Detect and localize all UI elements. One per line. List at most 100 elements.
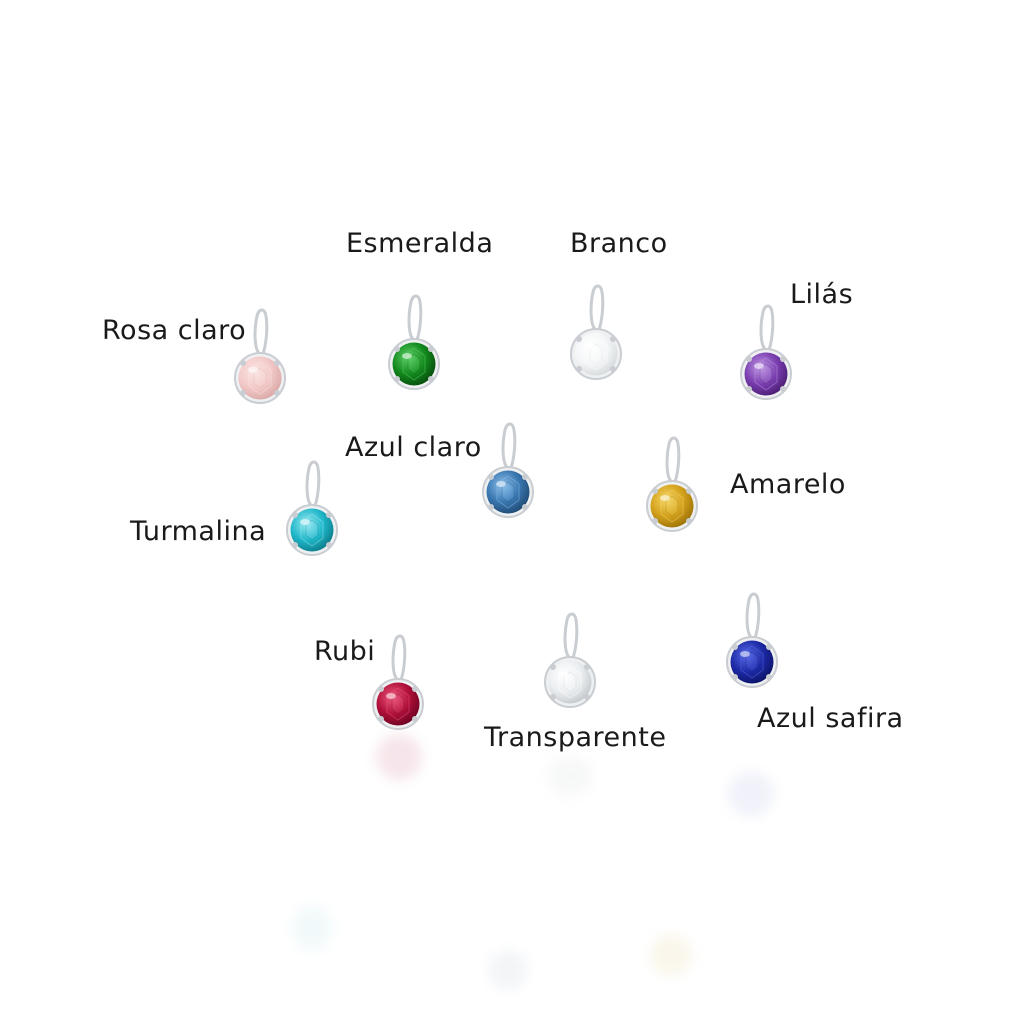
stone bbox=[650, 484, 694, 528]
stone-glint bbox=[740, 651, 750, 657]
prong bbox=[780, 386, 786, 392]
prong bbox=[780, 356, 786, 362]
stone bbox=[730, 640, 774, 684]
bail bbox=[759, 304, 775, 354]
prong bbox=[522, 504, 528, 510]
label-turmalina: Turmalina bbox=[130, 516, 267, 547]
bail bbox=[501, 422, 517, 472]
prong bbox=[610, 336, 616, 342]
pendant-lilas bbox=[736, 296, 796, 406]
bail bbox=[745, 592, 761, 642]
label-azul-safira: Azul safira bbox=[757, 703, 904, 734]
prong bbox=[412, 686, 418, 692]
prong bbox=[326, 542, 332, 548]
pendant-azul-claro bbox=[478, 414, 538, 524]
reflection-rubi bbox=[376, 734, 422, 780]
pendant-graphic bbox=[388, 294, 440, 390]
stone-glint bbox=[300, 519, 310, 525]
label-transparente: Transparente bbox=[484, 722, 667, 753]
prong bbox=[522, 474, 528, 480]
reflection-azul-claro bbox=[488, 950, 528, 990]
label-amarelo: Amarelo bbox=[730, 469, 846, 500]
pendant-rosa-claro bbox=[230, 300, 290, 410]
prong bbox=[240, 390, 246, 396]
bail bbox=[589, 284, 605, 334]
reflection-azul-safira bbox=[728, 772, 774, 816]
prong bbox=[652, 518, 658, 524]
prong bbox=[488, 504, 494, 510]
bail bbox=[563, 612, 579, 662]
pendant-rubi bbox=[368, 626, 428, 736]
prong bbox=[746, 356, 752, 362]
pendant-graphic bbox=[570, 284, 622, 380]
pendant-graphic bbox=[726, 592, 778, 688]
pendant-branco bbox=[566, 276, 626, 386]
prong bbox=[378, 686, 384, 692]
stone-glint bbox=[496, 481, 506, 487]
prong bbox=[428, 376, 434, 382]
prong bbox=[378, 716, 384, 722]
prong bbox=[576, 336, 582, 342]
stone-glint bbox=[248, 367, 258, 373]
prong bbox=[274, 390, 280, 396]
prong bbox=[274, 360, 280, 366]
prong bbox=[732, 674, 738, 680]
pendant-esmeralda bbox=[384, 286, 444, 396]
prong bbox=[394, 376, 400, 382]
label-branco: Branco bbox=[570, 228, 668, 259]
stone bbox=[290, 508, 334, 552]
prong bbox=[686, 488, 692, 494]
pendant-graphic bbox=[646, 436, 698, 532]
label-lilas: Lilás bbox=[790, 279, 854, 310]
reflection-turmalina bbox=[292, 906, 332, 950]
prong bbox=[428, 346, 434, 352]
bail bbox=[391, 634, 407, 684]
reflection-transparente bbox=[548, 756, 592, 796]
prong bbox=[766, 674, 772, 680]
stone-glint bbox=[386, 693, 396, 699]
prong bbox=[550, 664, 556, 670]
prong bbox=[292, 542, 298, 548]
pendant-graphic bbox=[234, 308, 286, 404]
pendant-graphic bbox=[544, 612, 596, 708]
prong bbox=[584, 664, 590, 670]
pendant-graphic bbox=[482, 422, 534, 518]
prong bbox=[652, 488, 658, 494]
prong bbox=[766, 644, 772, 650]
prong bbox=[610, 366, 616, 372]
stone-glint bbox=[584, 343, 594, 349]
prong bbox=[292, 512, 298, 518]
prong bbox=[550, 694, 556, 700]
prong bbox=[488, 474, 494, 480]
stone bbox=[376, 682, 420, 726]
prong bbox=[326, 512, 332, 518]
bail bbox=[253, 308, 269, 358]
bail bbox=[407, 294, 423, 344]
stone bbox=[574, 332, 618, 376]
prong bbox=[240, 360, 246, 366]
prong bbox=[576, 366, 582, 372]
prong bbox=[394, 346, 400, 352]
bail bbox=[305, 460, 321, 510]
prong bbox=[584, 694, 590, 700]
label-rosa-claro: Rosa claro bbox=[102, 315, 247, 346]
pendant-transparente bbox=[540, 604, 600, 714]
reflection-amarelo bbox=[650, 934, 692, 976]
stone-glint bbox=[558, 671, 568, 677]
stone bbox=[392, 342, 436, 386]
stone bbox=[744, 352, 788, 396]
stone-glint bbox=[754, 363, 764, 369]
stone bbox=[486, 470, 530, 514]
pendant-amarelo bbox=[642, 428, 702, 538]
prong bbox=[732, 644, 738, 650]
pendant-turmalina bbox=[282, 452, 342, 562]
stone-glint bbox=[402, 353, 412, 359]
label-azul-claro: Azul claro bbox=[345, 432, 482, 463]
label-esmeralda: Esmeralda bbox=[346, 228, 494, 259]
label-rubi: Rubi bbox=[314, 636, 376, 667]
pendant-graphic bbox=[740, 304, 792, 400]
pendant-azul-safira bbox=[722, 584, 782, 694]
pendant-graphic bbox=[372, 634, 424, 730]
stone bbox=[548, 660, 592, 704]
